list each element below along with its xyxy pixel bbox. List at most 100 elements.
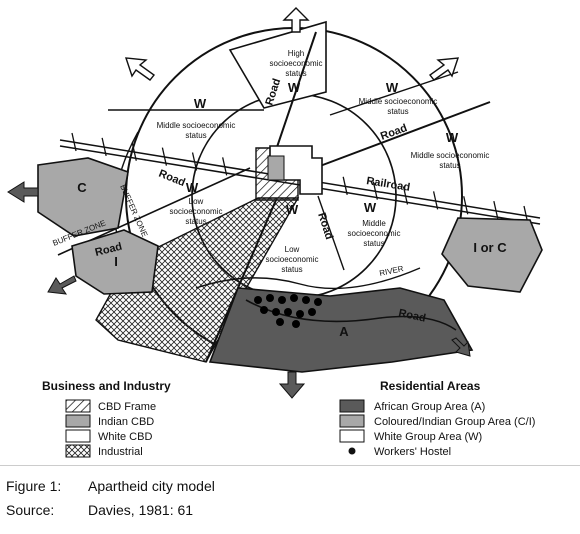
arrow-northwest-icon — [124, 57, 156, 81]
legend-swatch-african — [339, 399, 365, 413]
status-west-3: status — [185, 217, 206, 226]
legend-white-cbd: White CBD — [98, 431, 152, 443]
figure-label: Figure 1: — [6, 478, 62, 494]
workers-hostel-dot — [308, 308, 316, 316]
zone-w-northeast: W — [386, 80, 399, 95]
legend-swatch-white-cbd — [65, 429, 91, 443]
legend-white-area: White Group Area (W) — [374, 431, 482, 443]
status-south-1: Low — [285, 245, 300, 254]
status-southeast-2: socioeconomic — [348, 229, 401, 238]
legend-industrial: Industrial — [98, 446, 143, 458]
zone-w-southeast: W — [364, 200, 377, 215]
legend-business-title: Business and Industry — [42, 379, 171, 393]
label-road-southeast: Road — [397, 307, 426, 324]
status-northeast-2: status — [387, 107, 408, 116]
workers-hostel-dot — [272, 308, 280, 316]
status-north-3: status — [285, 69, 306, 78]
arrow-north-icon — [282, 7, 310, 33]
zone-c-left: C — [77, 180, 87, 195]
workers-hostel-dot — [276, 318, 284, 326]
status-west-2: socioeconomic — [170, 207, 223, 216]
zone-w-east: W — [446, 130, 459, 145]
zone-w-north: W — [288, 80, 301, 95]
legend-swatch-cbd-frame — [65, 399, 91, 413]
workers-hostel-dot — [302, 296, 310, 304]
rail-tie — [161, 147, 168, 166]
river-line — [195, 267, 421, 290]
legend-residential-title: Residential Areas — [380, 379, 481, 393]
source-label: Source: — [6, 502, 55, 518]
figure-caption: Figure 1: Apartheid city model — [6, 478, 215, 494]
arrow-southwest-icon — [47, 275, 77, 295]
rail-tie — [463, 196, 469, 215]
sector-line-s — [317, 195, 345, 271]
status-east-1: Middle socioeconomic — [411, 151, 490, 160]
workers-hostel-dot — [290, 294, 298, 302]
apartheid-city-diagram: W W W W W W W C I I or C A High socioeco… — [0, 7, 580, 466]
workers-hostel-cluster — [254, 294, 322, 328]
rail-tie — [131, 142, 137, 161]
road-north-line — [275, 31, 317, 151]
status-northeast-1: Middle socioeconomic — [359, 97, 438, 106]
zone-i-left: I — [114, 254, 118, 269]
zone-a: A — [339, 324, 349, 339]
workers-hostel-dot — [296, 310, 304, 318]
rail-tie — [101, 137, 107, 157]
legend-african-area: African Group Area (A) — [374, 401, 485, 413]
rail-tie — [71, 132, 77, 152]
zone-w-south: W — [286, 202, 299, 217]
status-southeast-3: status — [363, 239, 384, 248]
workers-hostel-dot — [278, 296, 286, 304]
status-west-1: Low — [189, 197, 204, 206]
status-north-1: High — [288, 49, 304, 58]
indian-or-coloured-area — [441, 217, 543, 293]
legend-swatch-coloured-indian — [339, 414, 365, 428]
status-south-2: socioeconomic — [266, 255, 319, 264]
legend-hostel-dot-icon — [348, 447, 356, 455]
zone-w-west: W — [186, 180, 199, 195]
rail-tie — [191, 152, 198, 171]
workers-hostel-dot — [254, 296, 262, 304]
legend-swatch-industrial — [65, 444, 91, 458]
railroad-ties — [71, 132, 529, 225]
legend-swatch-white-area — [339, 429, 365, 443]
zone-i-or-c: I or C — [473, 240, 507, 255]
figure-source: Source: Davies, 1981: 61 — [6, 502, 193, 518]
status-east-2: status — [439, 161, 460, 170]
sector-line-ne — [329, 71, 459, 116]
workers-hostel-dot — [314, 298, 322, 306]
status-south-3: status — [281, 265, 302, 274]
legend-indian-cbd: Indian CBD — [98, 416, 154, 428]
zone-w-northwest: W — [194, 96, 207, 111]
indian-area-i — [71, 229, 159, 295]
status-northwest-2: status — [185, 131, 206, 140]
rail-tie — [432, 191, 439, 210]
rail-tie — [372, 181, 378, 200]
source-text: Davies, 1981: 61 — [88, 502, 194, 518]
status-north-2: socioeconomic — [270, 59, 323, 68]
legend-coloured-indian-area: Coloured/Indian Group Area (C/I) — [374, 416, 535, 428]
legend-swatch-indian-cbd — [65, 414, 91, 428]
figure-title: Apartheid city model — [88, 478, 215, 494]
legend-workers-hostel: Workers' Hostel — [374, 446, 451, 458]
rail-tie — [402, 186, 409, 205]
coloured-area-c — [37, 157, 129, 237]
road-southwest-line — [205, 199, 277, 363]
rail-tie — [222, 157, 228, 176]
workers-hostel-dot — [260, 306, 268, 314]
workers-hostel-dot — [284, 308, 292, 316]
rail-tie — [493, 200, 499, 220]
indian-cbd — [267, 155, 285, 181]
legend-cbd-frame: CBD Frame — [98, 401, 156, 413]
rail-tie — [342, 176, 348, 195]
arrow-south-icon — [278, 371, 306, 399]
arrow-west-icon — [7, 181, 39, 203]
workers-hostel-dot — [292, 320, 300, 328]
arrow-northeast-icon — [428, 57, 460, 81]
status-northwest-1: Middle socioeconomic — [157, 121, 236, 130]
status-southeast-1: Middle — [362, 219, 386, 228]
city-model-svg: W W W W W W W C I I or C A High socioeco… — [7, 7, 543, 458]
workers-hostel-dot — [266, 294, 274, 302]
arrow-southeast-icon — [451, 337, 471, 357]
road-east-line — [319, 101, 491, 167]
